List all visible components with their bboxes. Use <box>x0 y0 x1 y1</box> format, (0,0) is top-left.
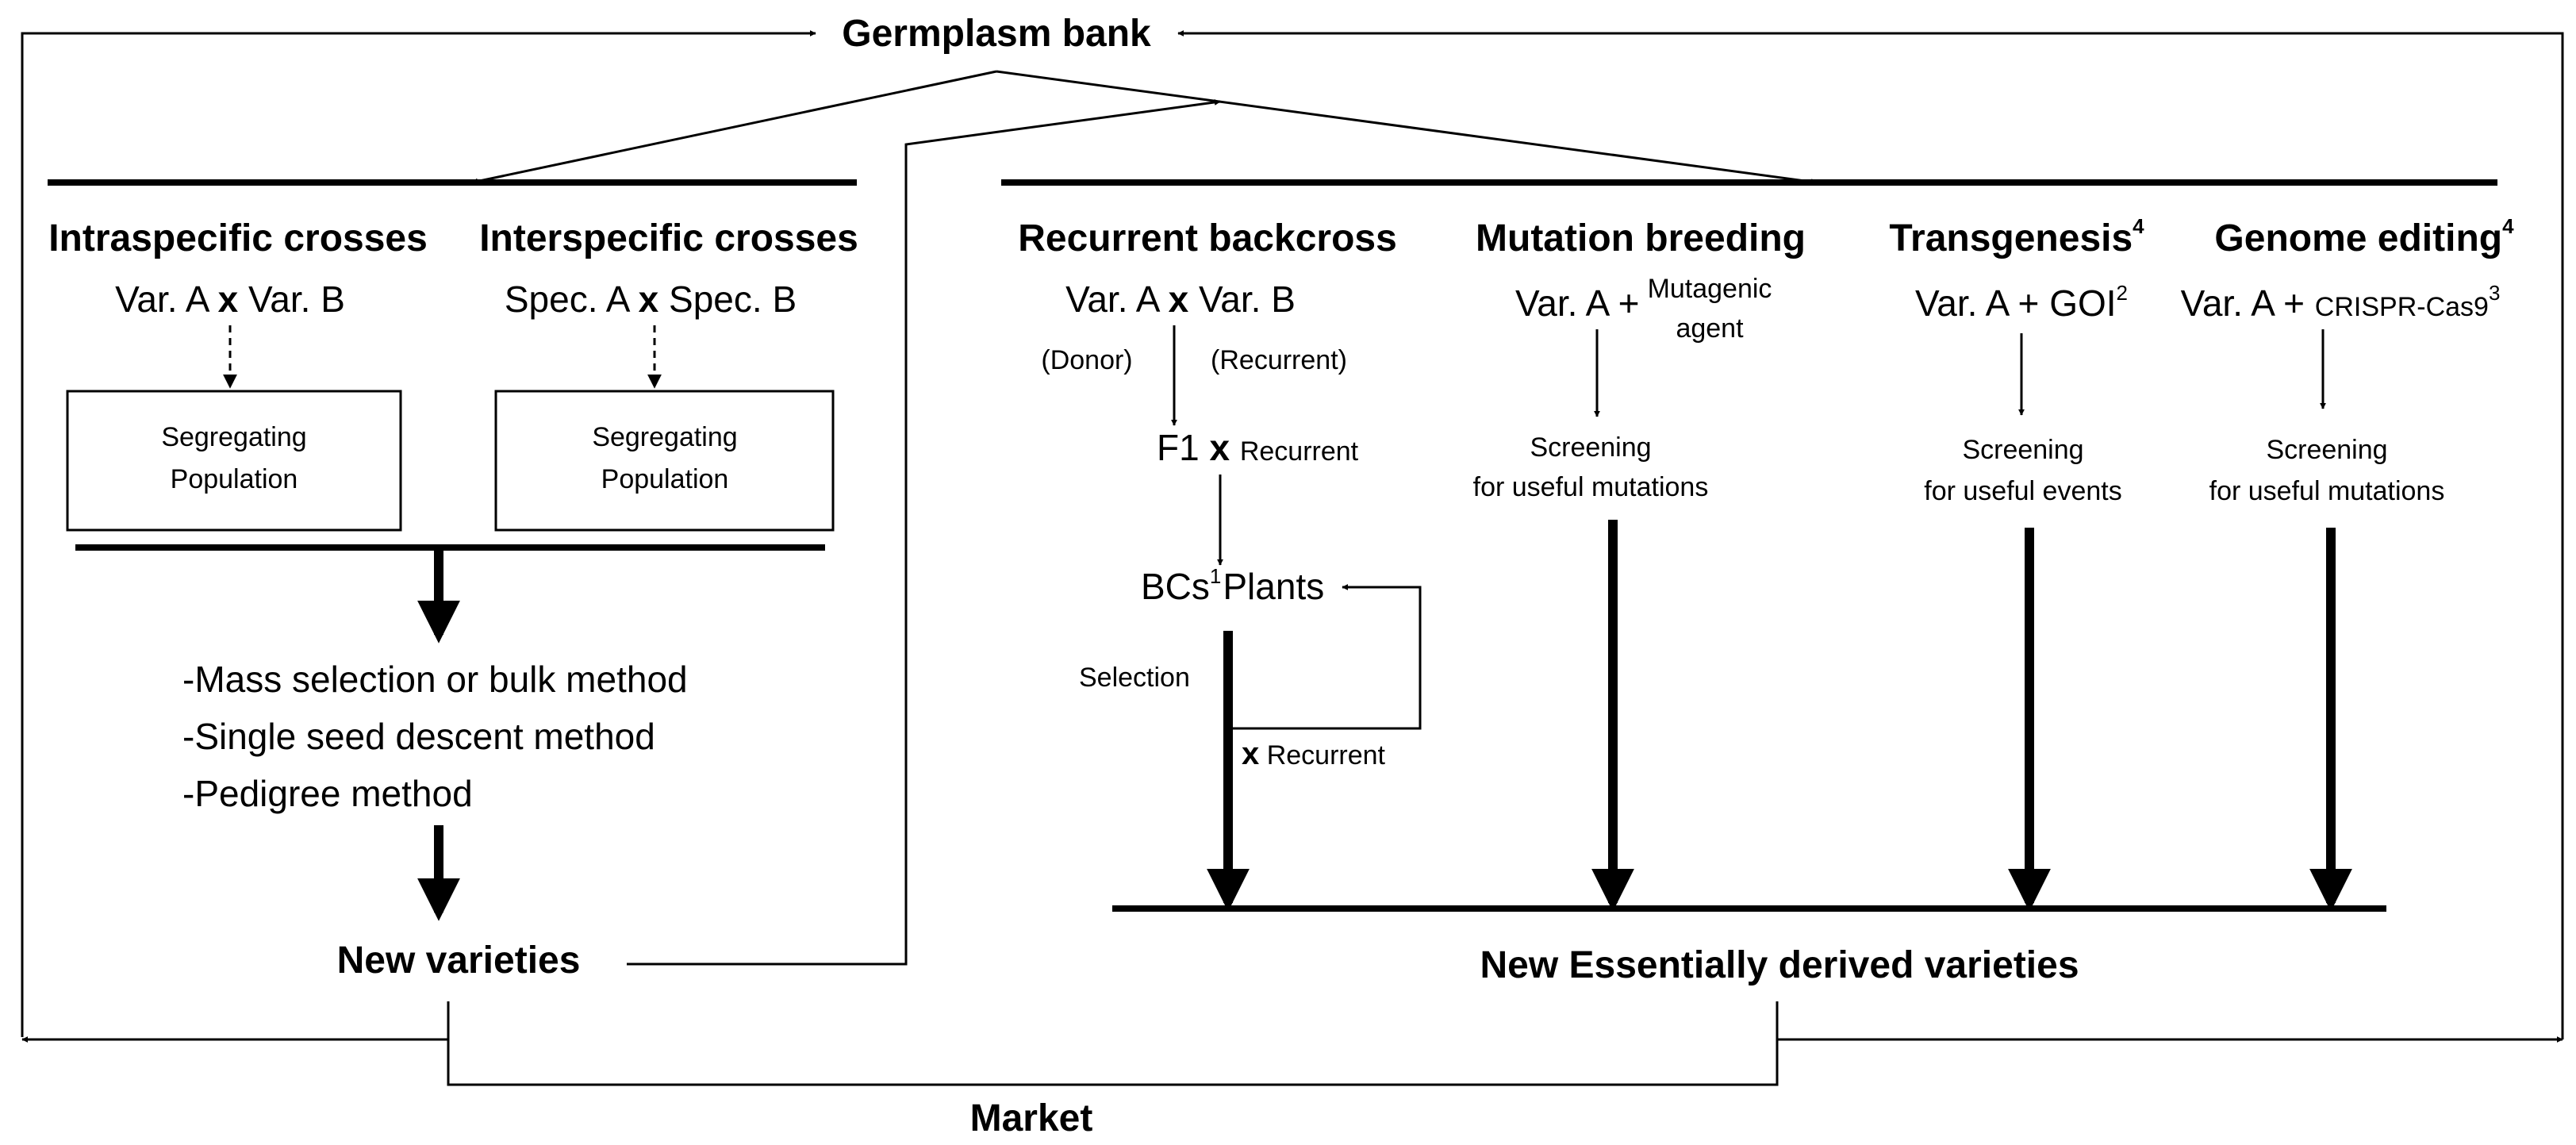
mutagenic-line1: Mutagenic <box>1648 274 1772 304</box>
loop-right-to-germplasm <box>1177 30 2564 1039</box>
backcross-cross-text: Var. A x Var. B <box>1065 279 1296 320</box>
inter-cross-text: Spec. A x Spec. B <box>505 279 797 320</box>
new-varieties-label: New varieties <box>337 939 581 982</box>
mutation-screen-line2: for useful mutations <box>1473 472 1709 502</box>
donor-label: (Donor) <box>1041 345 1132 375</box>
recurrent-paren-label: (Recurrent) <box>1211 345 1347 375</box>
germplasm-to-left-branch <box>471 70 997 185</box>
intra-pop-line2: Population <box>171 464 298 494</box>
genome-editing-var-a: Var. A + CRISPR-Cas93 <box>2181 281 2501 324</box>
outer-loop <box>21 30 2564 1086</box>
selection-label: Selection <box>1079 663 1190 693</box>
inter-pop-line1: Segregating <box>592 422 737 452</box>
editing-screen-line1: Screening <box>2266 435 2387 465</box>
mutation-title: Mutation breeding <box>1476 217 1806 259</box>
transgenesis-title: Transgenesis4 <box>1889 214 2144 259</box>
transgenesis-var-a: Var. A + GOI2 <box>1915 281 2128 324</box>
method-pedigree: -Pedigree method <box>182 773 473 814</box>
method-mass-selection: -Mass selection or bulk method <box>182 659 688 700</box>
market-label: Market <box>970 1097 1093 1139</box>
method-single-seed: -Single seed descent method <box>182 716 655 757</box>
interspecific-title: Interspecific crosses <box>479 217 858 259</box>
intra-pop-line1: Segregating <box>161 422 306 452</box>
mutagenic-line2: agent <box>1676 313 1744 344</box>
mutation-var-a: Var. A + <box>1515 282 1639 324</box>
germplasm-bank-label: Germplasm bank <box>842 13 1151 55</box>
backcross-title: Recurrent backcross <box>1018 217 1397 259</box>
f1-cross-text: F1 x Recurrent <box>1157 427 1359 468</box>
new-edv-label: New Essentially derived varieties <box>1480 944 2079 986</box>
backcross-loop-arrow <box>1231 584 1422 730</box>
bcs-plants-text: BCs1Plants <box>1141 564 1324 607</box>
new-varieties-to-germplasm-arrow <box>627 99 1221 966</box>
inter-pop-line2: Population <box>601 464 729 494</box>
germplasm-to-right-branch <box>996 70 1818 185</box>
intraspecific-title: Intraspecific crosses <box>48 217 428 259</box>
genome-editing-title: Genome editing4 <box>2214 214 2514 259</box>
transgenesis-screen-line1: Screening <box>1962 435 2083 465</box>
mutation-screen-line1: Screening <box>1530 432 1651 463</box>
intra-cross-text: Var. A x Var. B <box>115 279 345 320</box>
market-bracket <box>447 1001 1779 1086</box>
editing-screen-line2: for useful mutations <box>2209 476 2445 506</box>
inter-segregating-box <box>494 390 835 532</box>
loop-recurrent-text: x Recurrent <box>1242 736 1386 771</box>
transgenesis-screen-line2: for useful events <box>1924 476 2121 506</box>
loop-left-to-germplasm <box>21 30 816 1037</box>
intra-segregating-box <box>66 390 402 532</box>
